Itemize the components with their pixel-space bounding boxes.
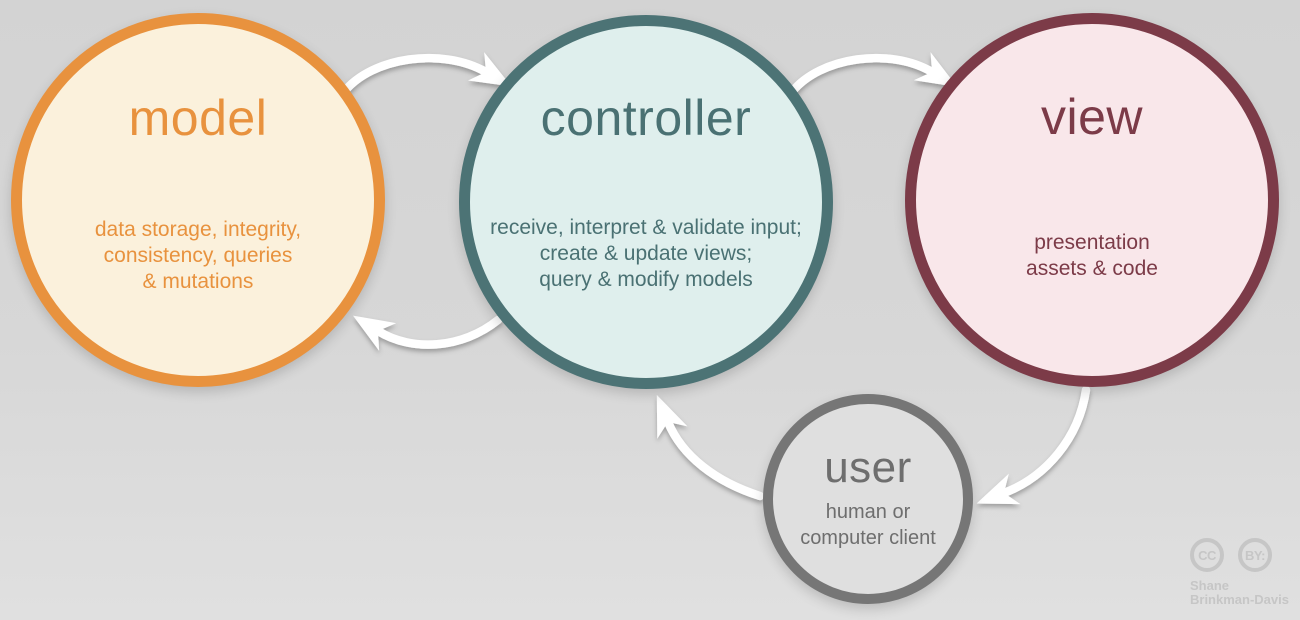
cc-icon: CC — [1190, 538, 1224, 572]
arrow-controller-to-view — [787, 52, 958, 97]
arrow-user-to-controller — [656, 394, 765, 501]
node-controller: controller receive, interpret & validate… — [459, 15, 833, 389]
node-user: user human or computer client — [763, 394, 973, 604]
model-description: data storage, integrity, consistency, qu… — [94, 218, 302, 293]
view-title: view — [1040, 89, 1144, 145]
arrow-view-to-user — [976, 385, 1091, 505]
controller-title: controller — [540, 90, 752, 146]
cc-by-icon: BY: — [1238, 538, 1272, 572]
view-description: presentation assets & code — [1026, 231, 1158, 280]
license-attribution: CC BY: Shane Brinkman-Davis — [1190, 538, 1289, 607]
author-name-line1: Shane — [1190, 578, 1230, 593]
arrow-model-to-controller — [339, 52, 512, 97]
node-model: model data storage, integrity, consisten… — [11, 13, 385, 387]
cc-license-icons: CC BY: — [1190, 538, 1289, 572]
author-name-line2: Brinkman-Davis — [1190, 592, 1289, 607]
arrow-controller-to-model — [352, 315, 503, 351]
user-title: user — [824, 443, 912, 492]
controller-description: receive, interpret & validate input; cre… — [490, 216, 802, 291]
user-description: human or computer client — [800, 501, 936, 549]
node-view: view presentation assets & code — [905, 13, 1279, 387]
model-title: model — [128, 90, 268, 146]
